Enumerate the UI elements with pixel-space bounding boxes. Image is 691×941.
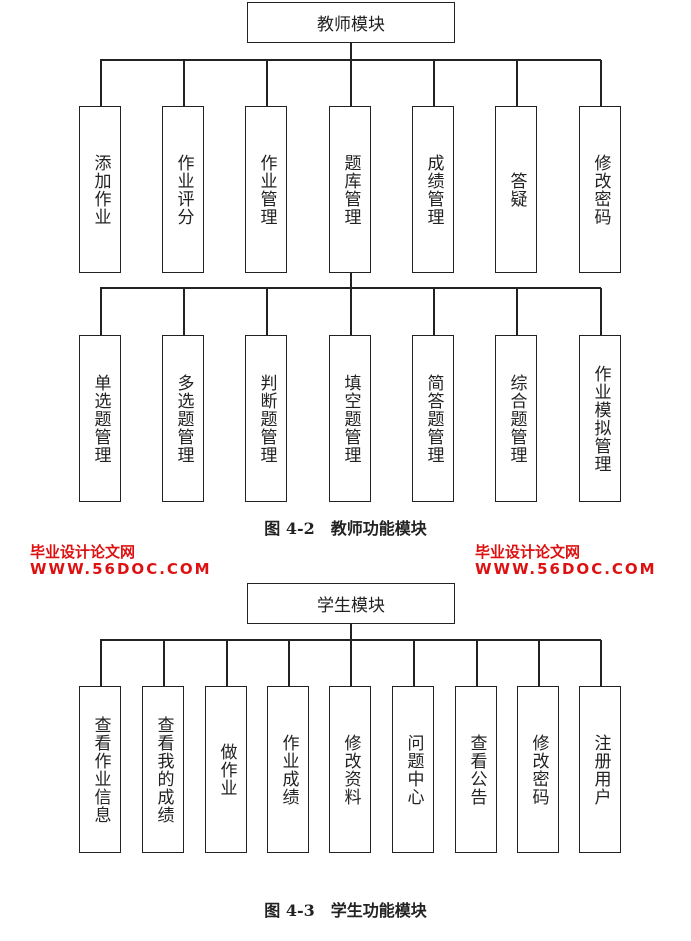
module-label: 作业成绩 (278, 733, 299, 806)
module-label: 判断题管理 (256, 373, 277, 464)
module-box: 作业模拟管理 (579, 335, 621, 502)
watermark-line: WWW.56DOC.COM (30, 559, 212, 578)
connector (433, 288, 435, 335)
connector (100, 287, 601, 289)
module-box: 添加作业 (79, 106, 121, 273)
connector (350, 288, 352, 335)
module-box: 修改资料 (329, 686, 371, 853)
module-label: 多选题管理 (173, 373, 194, 464)
module-label: 题库管理 (340, 153, 361, 226)
watermark-line: 毕业设计论文网 (475, 543, 581, 561)
connector (433, 60, 435, 106)
module-box: 答疑 (495, 106, 537, 273)
connector (226, 640, 228, 686)
connector (100, 288, 102, 335)
module-label: 综合题管理 (506, 373, 527, 464)
module-box: 查看我的成绩 (142, 686, 184, 853)
connector (266, 288, 268, 335)
module-label: 注册用户 (590, 733, 611, 806)
connector (288, 640, 290, 686)
connector (350, 272, 352, 288)
connector (600, 288, 602, 335)
module-label: 查看公告 (466, 733, 487, 806)
connector (100, 60, 102, 106)
connector (266, 60, 268, 106)
teacher-caption: 图 4-2 教师功能模块 (264, 519, 427, 538)
module-label: 做作业 (216, 742, 237, 797)
module-label: 问题中心 (403, 733, 424, 806)
module-box: 题库管理 (329, 106, 371, 273)
module-label: 作业管理 (256, 153, 277, 226)
module-box: 问题中心 (392, 686, 434, 853)
module-box: 简答题管理 (412, 335, 454, 502)
module-label: 单选题管理 (90, 373, 111, 464)
student-root-box: 学生模块 (247, 583, 455, 624)
module-box: 作业管理 (245, 106, 287, 273)
watermark-line: WWW.56DOC.COM (475, 559, 657, 578)
connector (100, 639, 601, 641)
connector (600, 60, 602, 106)
module-box: 修改密码 (517, 686, 559, 853)
connector (350, 42, 352, 60)
module-label: 成绩管理 (423, 153, 444, 226)
module-box: 作业成绩 (267, 686, 309, 853)
connector (350, 640, 352, 686)
connector (476, 640, 478, 686)
watermark-line: 毕业设计论文网 (30, 543, 136, 561)
module-box: 做作业 (205, 686, 247, 853)
module-box: 查看作业信息 (79, 686, 121, 853)
module-label: 答疑 (506, 171, 527, 208)
connector (516, 60, 518, 106)
module-label: 作业评分 (173, 153, 194, 226)
module-label: 作业模拟管理 (590, 364, 611, 473)
student-caption: 图 4-3 学生功能模块 (264, 901, 427, 920)
module-box: 注册用户 (579, 686, 621, 853)
teacher-root-box: 教师模块 (247, 2, 455, 43)
module-box: 多选题管理 (162, 335, 204, 502)
module-label: 填空题管理 (340, 373, 361, 464)
module-label: 修改密码 (590, 153, 611, 226)
connector (183, 288, 185, 335)
module-box: 成绩管理 (412, 106, 454, 273)
module-label: 添加作业 (90, 153, 111, 226)
module-label: 修改资料 (340, 733, 361, 806)
connector (183, 60, 185, 106)
student-root-label: 学生模块 (317, 596, 385, 616)
module-box: 作业评分 (162, 106, 204, 273)
module-box: 单选题管理 (79, 335, 121, 502)
module-box: 综合题管理 (495, 335, 537, 502)
connector (163, 640, 165, 686)
connector (600, 640, 602, 686)
module-label: 查看作业信息 (90, 715, 111, 824)
module-box: 判断题管理 (245, 335, 287, 502)
connector (516, 288, 518, 335)
connector (100, 59, 601, 61)
connector (350, 623, 352, 640)
module-label: 查看我的成绩 (153, 715, 174, 824)
module-box: 填空题管理 (329, 335, 371, 502)
connector (350, 60, 352, 106)
connector (100, 640, 102, 686)
module-box: 修改密码 (579, 106, 621, 273)
module-label: 修改密码 (528, 733, 549, 806)
connector (413, 640, 415, 686)
module-box: 查看公告 (455, 686, 497, 853)
connector (538, 640, 540, 686)
teacher-root-label: 教师模块 (317, 15, 385, 35)
module-label: 简答题管理 (423, 373, 444, 464)
